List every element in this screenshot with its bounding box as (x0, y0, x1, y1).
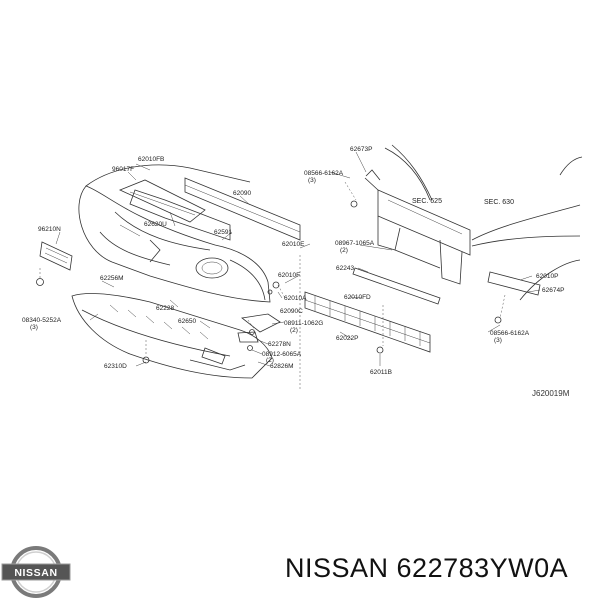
part-label: 62010E (282, 241, 305, 248)
part-label: 62022P (336, 335, 358, 342)
part-label: 62591 (214, 229, 232, 236)
part-label: 62090 (233, 190, 251, 197)
fender-left (384, 144, 433, 201)
part-label: (2) (290, 327, 298, 334)
bumper-fascia (78, 164, 271, 303)
leader-lines (55, 151, 541, 367)
part-label: 08912-6065A (262, 351, 302, 358)
part-label: (2) (340, 247, 348, 254)
part-label: (3) (494, 337, 502, 344)
fasteners (36, 200, 502, 364)
brand-name: NISSAN (285, 553, 389, 583)
side-grille (39, 241, 73, 271)
part-label: (3) (30, 324, 38, 331)
part-label: 62278N (268, 341, 291, 348)
part-number: 622783YW0A (396, 553, 569, 583)
part-label: 62650 (178, 318, 196, 325)
part-label: 62674P (542, 287, 564, 294)
part-label: (3) (308, 177, 316, 184)
part-label: 08911-1062G (284, 320, 323, 327)
guide-lines (39, 181, 506, 390)
part-label: 96017F (112, 166, 134, 173)
lower-bumper (71, 293, 273, 379)
nissan-logo-icon: NISSAN (1, 546, 71, 598)
diagram-reference-code: J620019M (532, 389, 570, 398)
part-label: 62243 (336, 265, 354, 272)
part-label: 62010FD (344, 294, 371, 301)
side-bracket (487, 271, 541, 296)
part-label: 62310D (104, 363, 127, 370)
part-label: 62010P (536, 273, 558, 280)
part-label: 62826M (270, 363, 294, 370)
part-label: 62673P (350, 146, 372, 153)
part-label: 62228 (156, 305, 174, 312)
upper-bracket (118, 179, 206, 223)
part-label: 62010F (278, 272, 300, 279)
part-label: 08566-6162A (490, 330, 530, 337)
logo-lettering: NISSAN (14, 567, 57, 579)
part-label: 96210N (38, 226, 61, 233)
part-label: 08967-1065A (335, 240, 375, 247)
part-label: (2) (266, 357, 274, 364)
part-label: 62090C (280, 308, 303, 315)
part-label: 08566-6162A (304, 170, 344, 177)
strip-bracket (352, 267, 441, 305)
section-label: SEC. 630 (484, 199, 514, 206)
lamp-brackets (237, 313, 281, 343)
part-label: 62256M (100, 275, 124, 282)
part-label: 62011B (370, 369, 392, 376)
fender-right (471, 156, 583, 301)
part-label: 08340-5252A (22, 317, 62, 324)
core-support (364, 169, 471, 285)
lower-grille (304, 291, 431, 353)
section-label: SEC. 625 (412, 198, 442, 205)
part-label: 62620U (144, 221, 167, 228)
part-label: 62010FB (138, 156, 164, 163)
reinforcement-bar (184, 177, 301, 241)
part-label: 62010A (284, 295, 307, 302)
